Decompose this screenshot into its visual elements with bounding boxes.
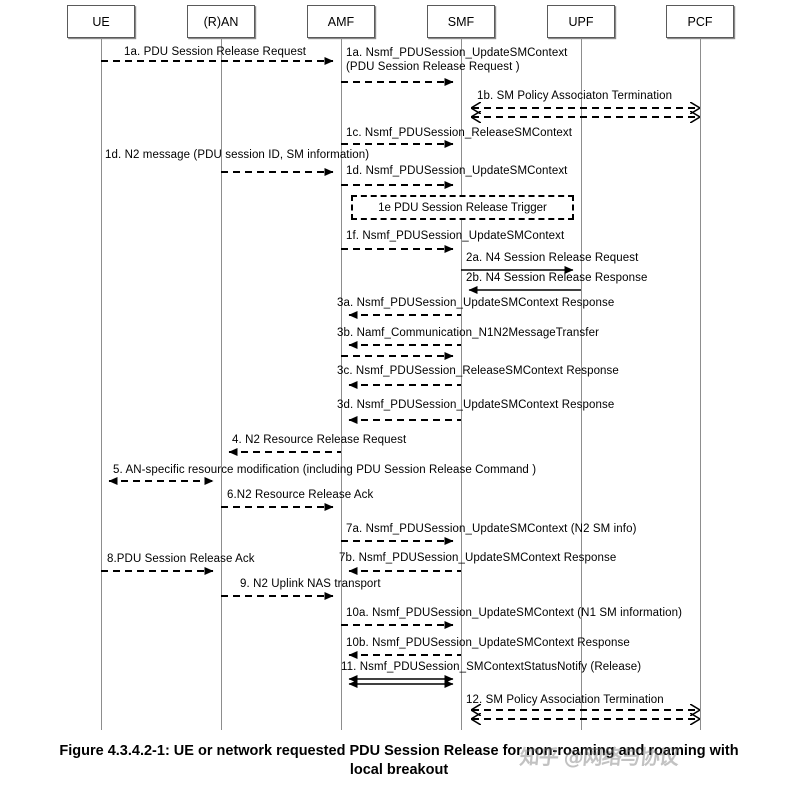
- actor-box-amf: AMF: [307, 5, 375, 38]
- actor-label-ue: UE: [92, 14, 110, 29]
- actor-box-ue: UE: [67, 5, 135, 38]
- message-label-1f-amf-smf: 1f. Nsmf_PDUSession_UpdateSMContext: [346, 230, 565, 242]
- message-label-8-ue-ran: 8.PDU Session Release Ack: [107, 553, 255, 565]
- lifeline-ue: [101, 38, 102, 730]
- message-label-7a-amf-smf: 7a. Nsmf_PDUSession_UpdateSMContext (N2 …: [346, 523, 637, 535]
- actor-label-upf: UPF: [568, 14, 594, 29]
- note-box-1e-trigger: 1e PDU Session Release Trigger: [351, 195, 574, 220]
- actor-box-upf: UPF: [547, 5, 615, 38]
- actor-label-ran: (R)AN: [203, 14, 239, 29]
- message-label-1b-smf-pcf: 1b. SM Policy Associaton Termination: [477, 90, 673, 102]
- message-label-7b-smf-amf: 7b. Nsmf_PDUSession_UpdateSMContext Resp…: [339, 552, 617, 564]
- lifeline-amf: [341, 38, 342, 730]
- message-label-1d-amf-smf: 1d. Nsmf_PDUSession_UpdateSMContext: [346, 165, 568, 177]
- lifeline-upf: [581, 38, 582, 730]
- figure-caption-line2: local breakout: [349, 762, 449, 778]
- message-label-1d-ran-amf: 1d. N2 message (PDU session ID, SM infor…: [105, 149, 370, 161]
- message-label-1c-amf-smf: 1c. Nsmf_PDUSession_ReleaseSMContext: [346, 127, 573, 139]
- actor-label-smf: SMF: [447, 14, 475, 29]
- message-label-9-ran-amf: 9. N2 Uplink NAS transport: [240, 578, 381, 590]
- actor-label-amf: AMF: [327, 14, 355, 29]
- actor-label-pcf: PCF: [687, 14, 713, 29]
- message-label-3d-smf-amf: 3d. Nsmf_PDUSession_UpdateSMContext Resp…: [337, 399, 615, 411]
- message-label-1a-amf-smf-line2: (PDU Session Release Request ): [346, 61, 520, 73]
- message-label-1a-amf-smf: 1a. Nsmf_PDUSession_UpdateSMContext (PDU…: [346, 46, 567, 74]
- message-label-4-amf-ran: 4. N2 Resource Release Request: [232, 434, 407, 446]
- message-label-11-amf-smf: 11. Nsmf_PDUSession_SMContextStatusNotif…: [341, 661, 642, 673]
- actor-box-pcf: PCF: [666, 5, 734, 38]
- message-label-3c-smf-amf: 3c. Nsmf_PDUSession_ReleaseSMContext Res…: [337, 365, 619, 377]
- message-label-2b-upf-smf: 2b. N4 Session Release Response: [466, 272, 648, 284]
- actor-box-ran: (R)AN: [187, 5, 255, 38]
- watermark-text: 知乎 @网络与协议: [518, 745, 680, 769]
- message-label-6-ran-amf: 6.N2 Resource Release Ack: [227, 489, 374, 501]
- message-label-3a-smf-amf: 3a. Nsmf_PDUSession_UpdateSMContext Resp…: [337, 297, 615, 309]
- lifeline-ran: [221, 38, 222, 730]
- message-label-12-smf-pcf: 12. SM Policy Association Termination: [466, 694, 664, 706]
- message-label-3b-smf-amf: 3b. Namf_Communication_N1N2MessageTransf…: [337, 327, 599, 339]
- figure-caption: Figure 4.3.4.2-1: UE or network requeste…: [0, 742, 798, 780]
- actor-box-smf: SMF: [427, 5, 495, 38]
- lifeline-pcf: [700, 38, 701, 730]
- lifeline-smf: [461, 38, 462, 730]
- message-label-1a-amf-smf-line1: 1a. Nsmf_PDUSession_UpdateSMContext: [346, 47, 568, 59]
- figure-caption-line1: Figure 4.3.4.2-1: UE or network requeste…: [59, 743, 739, 759]
- message-label-2a-smf-upf: 2a. N4 Session Release Request: [466, 252, 639, 264]
- note-label-1e-trigger: 1e PDU Session Release Trigger: [378, 201, 547, 214]
- message-label-10a-amf-smf: 10a. Nsmf_PDUSession_UpdateSMContext (N1…: [346, 607, 683, 619]
- message-label-1a-ue-amf: 1a. PDU Session Release Request: [124, 46, 307, 58]
- message-label-5-ue-ran: 5. AN-specific resource modification (in…: [113, 464, 537, 476]
- message-label-10b-smf-amf: 10b. Nsmf_PDUSession_UpdateSMContext Res…: [346, 637, 630, 649]
